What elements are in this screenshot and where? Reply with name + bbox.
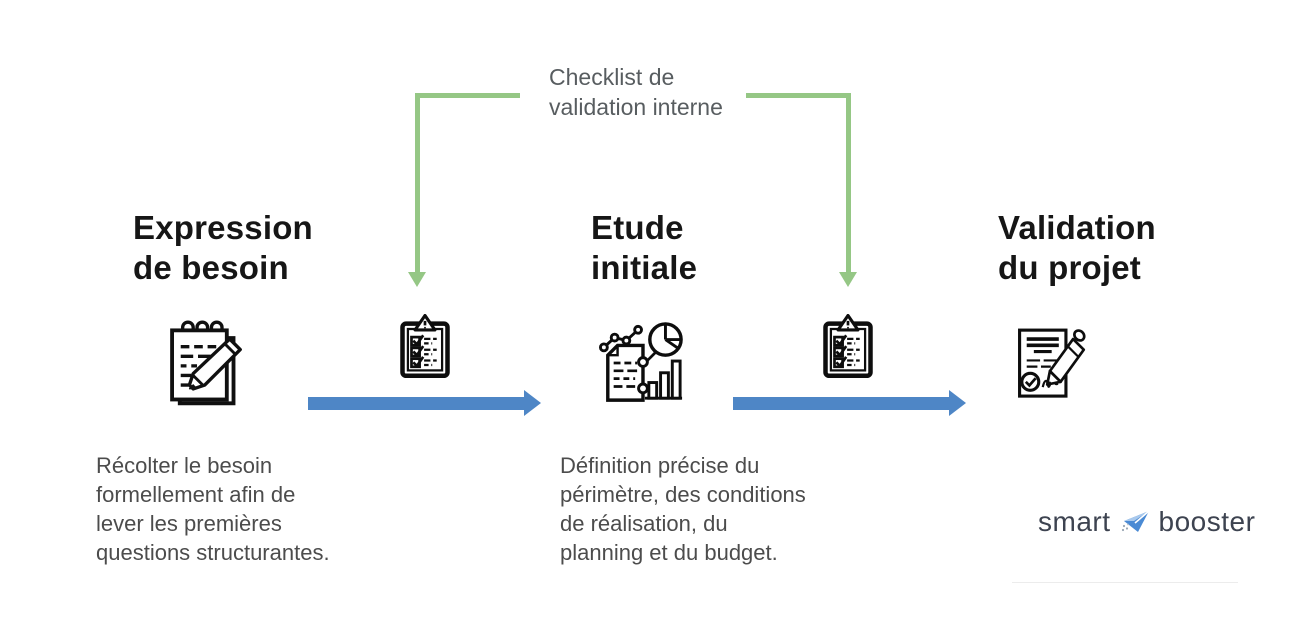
checklist-annotation-label: Checklist de validation interne [549, 64, 723, 120]
checklist-warning-icon [398, 314, 452, 380]
stage-description-expression: Récolter le besoin formellement afin de … [96, 453, 330, 565]
green-connector-left-vertical [415, 93, 420, 273]
green-connector-left-horizontal [415, 93, 520, 98]
paper-plane-icon [1120, 509, 1150, 535]
flow-arrow-1 [308, 390, 541, 416]
stage-title-etude-initiale: Etude initiale [591, 209, 698, 286]
signed-document-icon [1008, 325, 1090, 403]
logo-divider-line [1012, 582, 1238, 583]
flow-arrow-2 [733, 390, 966, 416]
green-connector-right-vertical [846, 93, 851, 273]
green-arrowhead-right-icon [839, 272, 857, 287]
green-arrowhead-left-icon [408, 272, 426, 287]
notepad-pencil-icon [150, 314, 246, 412]
logo-smart-text: smart [1038, 506, 1111, 537]
smartbooster-logo: smart booster [1038, 506, 1255, 538]
stage-description-etude: Définition précise du périmètre, des con… [560, 453, 806, 565]
stage-title-validation-du-projet: Validation du projet [998, 209, 1156, 286]
logo-booster-text: booster [1158, 506, 1256, 537]
analytics-icon [598, 320, 686, 406]
checklist-warning-icon [821, 314, 875, 380]
stage-title-expression-de-besoin: Expression de besoin [133, 209, 313, 286]
green-connector-right-horizontal [746, 93, 851, 98]
